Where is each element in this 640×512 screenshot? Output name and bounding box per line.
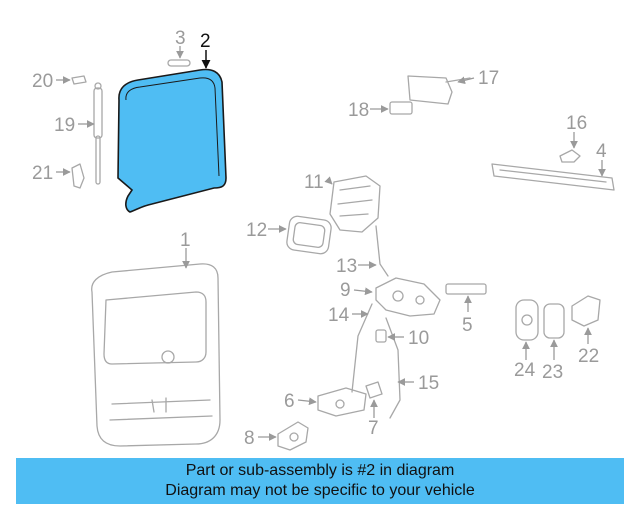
rail-part-4 xyxy=(491,163,615,191)
window-glass-part-highlighted xyxy=(117,68,227,213)
callout-24: 24 xyxy=(514,360,536,381)
hinge-part-17 xyxy=(407,75,471,105)
bracket-part-7 xyxy=(365,381,383,399)
bracket-part-21 xyxy=(71,163,85,189)
callout-10: 10 xyxy=(408,328,429,349)
callout-18: 18 xyxy=(348,100,369,121)
callout-5: 5 xyxy=(462,315,473,336)
rods xyxy=(351,225,401,419)
grommet-part-10 xyxy=(375,329,387,343)
leader-lines xyxy=(56,46,606,441)
callout-6: 6 xyxy=(284,391,295,412)
bumper-part-23 xyxy=(543,303,565,339)
handle-housing-part-11 xyxy=(329,175,381,233)
banner-line-2: Diagram may not be specific to your vehi… xyxy=(165,482,475,499)
callout-19: 19 xyxy=(54,115,75,136)
callout-8: 8 xyxy=(244,428,255,449)
bumper-part-24 xyxy=(515,299,539,341)
callout-2-highlighted: 2 xyxy=(200,31,211,52)
callout-13: 13 xyxy=(336,256,357,277)
plate-part-18 xyxy=(389,101,413,115)
callout-20: 20 xyxy=(32,71,53,92)
striker-part-22 xyxy=(571,295,601,327)
callout-1: 1 xyxy=(180,230,191,251)
callout-15: 15 xyxy=(418,373,439,394)
callout-7: 7 xyxy=(368,418,379,439)
callout-17: 17 xyxy=(478,68,499,89)
actuator-part-6 xyxy=(317,387,367,417)
callout-21: 21 xyxy=(32,163,53,184)
gasket-part-12 xyxy=(286,215,332,255)
bar-part-5 xyxy=(445,283,487,295)
callout-16: 16 xyxy=(566,113,587,134)
pin-part-20 xyxy=(71,75,87,85)
bolt-part-16 xyxy=(559,149,581,163)
callout-14: 14 xyxy=(328,305,350,326)
strut-part-19 xyxy=(93,82,103,185)
banner-line-1: Part or sub-assembly is #2 in diagram xyxy=(185,462,455,479)
info-banner: Part or sub-assembly is #2 in diagram Di… xyxy=(16,458,624,504)
clip-part-3 xyxy=(167,59,191,67)
liftgate-part xyxy=(91,263,221,447)
callout-22: 22 xyxy=(578,346,599,367)
callout-9: 9 xyxy=(340,280,351,301)
callout-11: 11 xyxy=(304,172,324,193)
callout-23: 23 xyxy=(542,362,563,383)
latch-part-8 xyxy=(277,421,309,451)
lock-part-9 xyxy=(375,277,441,317)
callout-3: 3 xyxy=(175,28,186,49)
callout-12: 12 xyxy=(246,220,267,241)
callout-labels: 1 2 3 4 5 6 7 8 9 10 11 12 13 14 15 16 1… xyxy=(32,28,607,449)
callout-4: 4 xyxy=(596,141,607,162)
exploded-parts-diagram: 1 2 3 4 5 6 7 8 9 10 11 12 13 14 15 16 1… xyxy=(32,28,615,451)
